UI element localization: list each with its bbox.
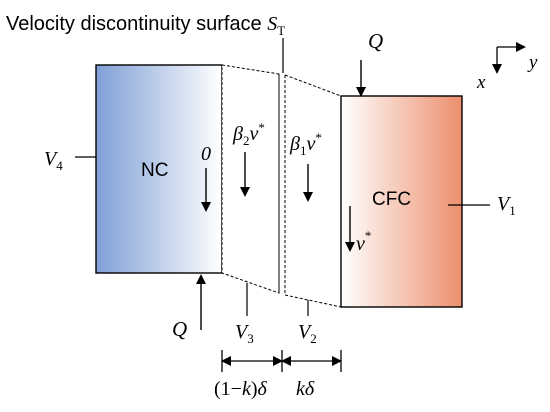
shear-zone-right [284,74,342,308]
bottom-load-label: Q [172,317,187,341]
nc-block [95,64,223,274]
x-axis-label: x [476,72,486,93]
cfc-label: CFC [372,189,411,210]
v3-label: V3 [235,321,254,346]
beta2-velocity-label: β2v* [232,120,265,148]
y-axis-label: y [527,52,538,73]
beta1-velocity-label: β1v* [289,130,322,158]
diagram-title: Velocity discontinuity surface ST [6,13,285,38]
dim-right-label: kδ [296,378,315,400]
nc-label: NC [141,160,168,181]
cfc-block [340,95,463,308]
nc-velocity-label: 0 [201,143,211,165]
v1-label: V1 [497,193,516,218]
shear-zone-left [221,64,280,294]
top-load-label: Q [368,29,383,53]
dim-left-label: (1−k)δ [214,378,268,400]
v4-label: V4 [44,148,63,173]
cfc-velocity-label: v* [356,228,371,255]
v2-label: V2 [298,321,317,346]
